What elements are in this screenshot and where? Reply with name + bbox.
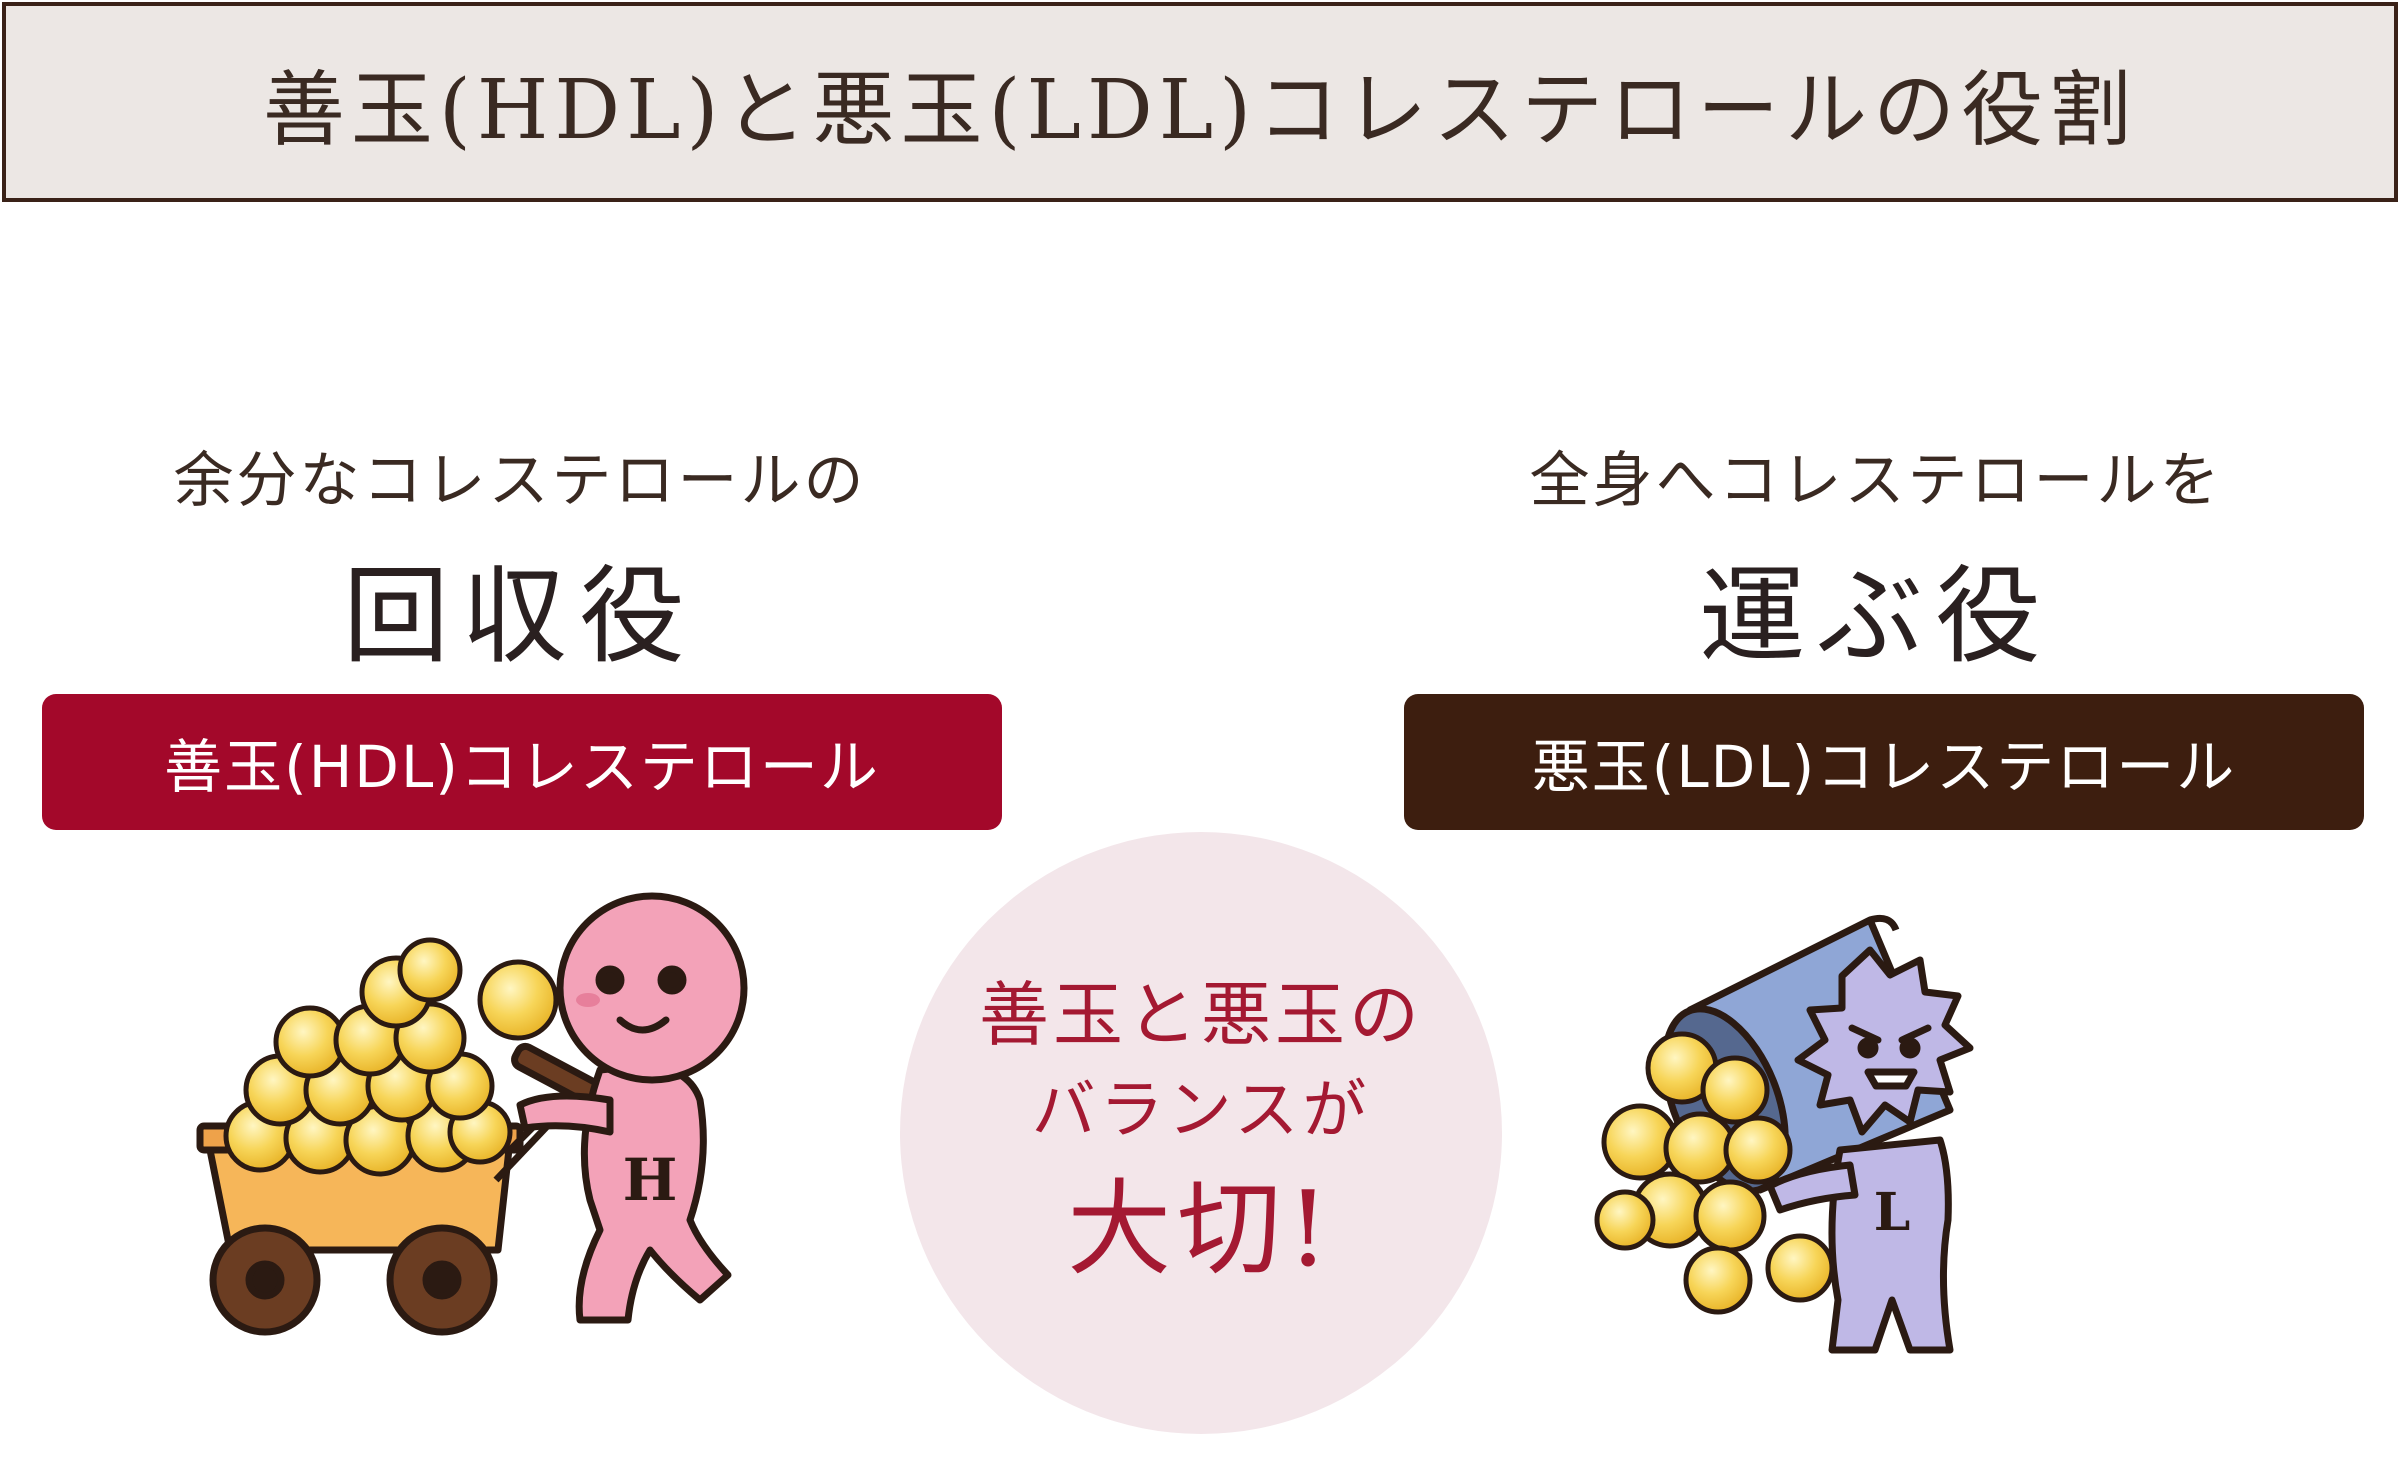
balance-circle: 善玉と悪玉の バランスが 大切! xyxy=(900,832,1502,1434)
hdl-caption: 余分なコレステロールの xyxy=(173,446,867,516)
cholesterol-ball-icon xyxy=(223,937,559,1177)
hdl-label: 善玉(HDL)コレステロール xyxy=(42,694,1002,830)
title-banner: 善玉(HDL)と悪玉(LDL)コレステロールの役割 xyxy=(2,2,2398,202)
ldl-letter: L xyxy=(1874,1182,1911,1243)
ldl-role: 運ぶ役 xyxy=(1699,555,2053,678)
balance-line-2: バランスが xyxy=(1031,1074,1371,1148)
balance-line-1: 善玉と悪玉の xyxy=(979,974,1423,1056)
ldl-caption: 全身へコレステロールを xyxy=(1529,446,2223,516)
hdl-character-icon xyxy=(516,892,748,1324)
page-title: 善玉(HDL)と悪玉(LDL)コレステロールの役割 xyxy=(262,62,2138,158)
hdl-illustration: H xyxy=(196,892,748,1336)
balance-line-3: 大切! xyxy=(1067,1168,1335,1290)
hdl-letter: H xyxy=(623,1146,678,1214)
hdl-role: 回収役 xyxy=(343,555,697,678)
ldl-label: 悪玉(LDL)コレステロール xyxy=(1404,694,2364,830)
cholesterol-ball-icon xyxy=(1594,1031,1835,1315)
ldl-illustration: L xyxy=(1594,914,1974,1354)
ldl-character-icon xyxy=(1766,946,1974,1354)
